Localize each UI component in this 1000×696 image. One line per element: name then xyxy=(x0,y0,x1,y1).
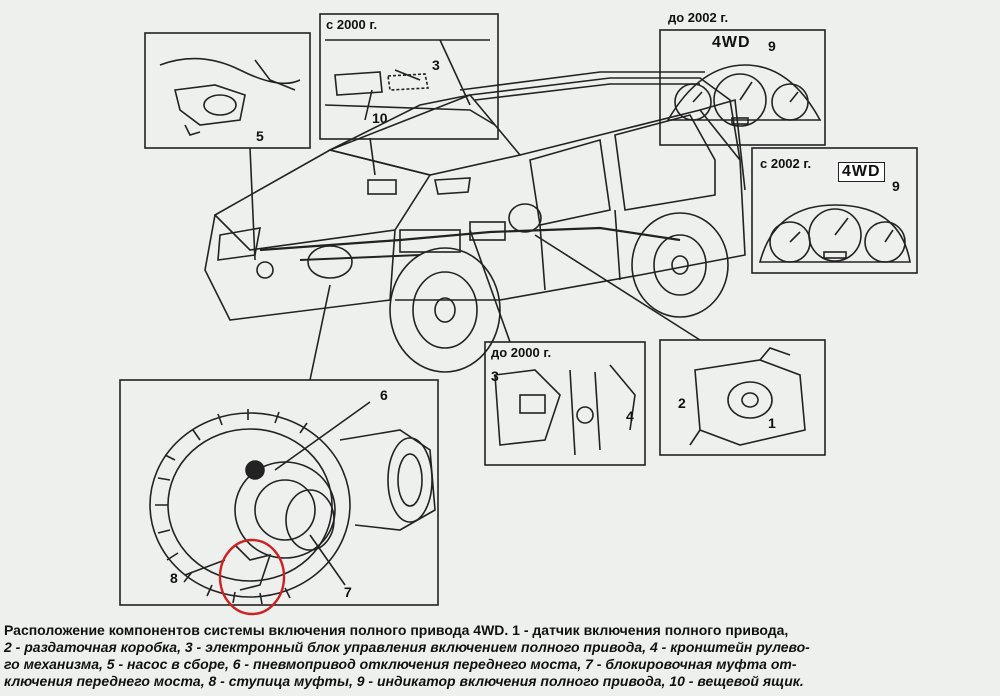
callout-3-ecu: 3 xyxy=(432,57,440,73)
vehicle-4wd-diagram xyxy=(119,13,918,616)
callout-1: 1 xyxy=(768,415,776,431)
callout-3-dash: 3 xyxy=(491,368,499,384)
label-do2002: до 2002 г. xyxy=(668,10,729,25)
leader-transfer xyxy=(534,234,701,341)
inset-pump-frame xyxy=(144,32,311,149)
inset-ecu-sketch xyxy=(324,39,496,126)
inset-do2000-frame xyxy=(484,341,646,466)
indicator-4wd-old: 4WD xyxy=(712,34,751,51)
label-c2002: с 2002 г. xyxy=(760,156,812,171)
caption-line-3: го механизма, 5 - насос в сборе, 6 - пне… xyxy=(4,656,797,672)
suv-illustration xyxy=(204,71,746,373)
leader-differential xyxy=(309,284,331,381)
inset-transfer-sketch xyxy=(689,347,806,446)
caption-line-4: ключения переднего моста, 8 - ступица му… xyxy=(4,673,804,689)
inset-differential-frame xyxy=(119,379,439,606)
leader-5 xyxy=(249,147,256,261)
inset-pump-sketch xyxy=(159,57,301,136)
inset-c2002-frame xyxy=(751,147,918,274)
label-do2000: до 2000 г. xyxy=(491,345,552,360)
leader-do2000 xyxy=(469,229,511,343)
differential-sketch xyxy=(149,401,436,605)
label-c2000: с 2000 г. xyxy=(326,17,378,32)
caption-line-2: 2 - раздаточная коробка, 3 - электронный… xyxy=(4,639,810,655)
callout-6: 6 xyxy=(380,387,388,403)
callout-8: 8 xyxy=(170,570,178,586)
inset-do2002-frame xyxy=(659,29,826,146)
inset-cluster-new xyxy=(758,204,911,263)
inset-cluster-old xyxy=(666,64,822,127)
callout-9-new: 9 xyxy=(892,178,900,194)
inset-do2000-sketch xyxy=(494,364,636,456)
callout-9-old: 9 xyxy=(768,38,776,54)
highlight-circle xyxy=(218,538,286,616)
callout-4: 4 xyxy=(626,408,634,424)
inset-transfer-frame xyxy=(659,339,826,456)
caption-line-1: Расположение компонентов системы включен… xyxy=(4,622,789,638)
callout-10: 10 xyxy=(372,110,388,126)
callout-7: 7 xyxy=(344,584,352,600)
indicator-4wd-new: 4WD xyxy=(838,162,885,182)
inset-c2000-frame xyxy=(319,13,499,140)
callout-5: 5 xyxy=(256,128,264,144)
callout-2: 2 xyxy=(678,395,686,411)
leader-10 xyxy=(369,137,376,176)
figure-caption: Расположение компонентов системы включен… xyxy=(4,622,996,690)
